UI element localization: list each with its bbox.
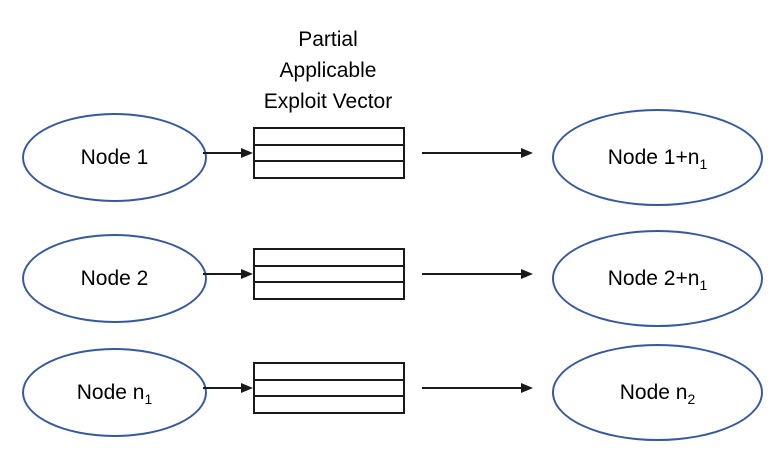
diagram-row-2: Node 2 Node 2+n1 xyxy=(0,230,779,327)
node-label-subscript: 2 xyxy=(687,391,696,407)
arrow-head-icon xyxy=(241,269,253,279)
vector-cell xyxy=(255,129,403,144)
node-label-text: Node 1 xyxy=(80,146,149,169)
title-line: Exploit Vector xyxy=(263,90,393,113)
vector-cell xyxy=(255,364,403,379)
node-label-text: Node n xyxy=(619,381,688,404)
arrow-head-icon xyxy=(241,383,253,393)
arrow-shaft xyxy=(422,152,521,154)
arrow-vector-to-target xyxy=(422,381,533,395)
target-node-ellipse: Node 1+n1 xyxy=(552,109,763,206)
title-line: Partial xyxy=(298,28,358,51)
node-label-text: Node 1+n xyxy=(607,146,700,169)
node-label-text: Node n xyxy=(76,381,145,404)
arrow-shaft xyxy=(422,273,521,275)
node-label-text: Node 2+n xyxy=(607,267,700,290)
arrow-source-to-vector xyxy=(203,146,253,160)
source-node-ellipse: Node n1 xyxy=(22,348,207,437)
arrow-shaft xyxy=(203,152,241,154)
vector-cell xyxy=(255,160,403,178)
vector-cell xyxy=(255,264,403,282)
arrow-shaft xyxy=(422,387,521,389)
exploit-vector-title: Partial Applicable Exploit Vector xyxy=(203,24,453,117)
arrow-shaft xyxy=(203,273,241,275)
exploit-vector-stack xyxy=(253,362,405,414)
arrow-shaft xyxy=(203,387,241,389)
arrow-vector-to-target xyxy=(422,146,533,160)
vector-cell xyxy=(255,143,403,161)
source-node-ellipse: Node 2 xyxy=(22,234,207,323)
arrow-head-icon xyxy=(241,148,253,158)
vector-cell xyxy=(255,395,403,413)
arrow-source-to-vector xyxy=(203,381,253,395)
target-node-ellipse: Node n2 xyxy=(552,344,763,441)
node-label: Node 1+n1 xyxy=(607,146,707,171)
exploit-vector-stack xyxy=(253,248,405,300)
title-line: Applicable xyxy=(279,59,377,82)
node-label: Node n2 xyxy=(619,381,696,406)
arrow-source-to-vector xyxy=(203,267,253,281)
arrow-head-icon xyxy=(521,383,533,393)
vector-cell xyxy=(255,281,403,299)
arrow-vector-to-target xyxy=(422,267,533,281)
vector-cell xyxy=(255,250,403,265)
node-label-subscript: 1 xyxy=(144,391,153,407)
node-label: Node 2 xyxy=(81,268,149,289)
diagram-row-1: Node 1 Node 1+n1 xyxy=(0,109,779,206)
target-node-ellipse: Node 2+n1 xyxy=(552,230,763,327)
node-label: Node 2+n1 xyxy=(607,267,707,292)
arrow-head-icon xyxy=(521,269,533,279)
arrow-head-icon xyxy=(521,148,533,158)
source-node-ellipse: Node 1 xyxy=(22,113,207,202)
node-label: Node n1 xyxy=(76,381,153,406)
vector-cell xyxy=(255,378,403,396)
node-label: Node 1 xyxy=(81,147,149,168)
node-label-subscript: 1 xyxy=(699,156,708,172)
node-label-text: Node 2 xyxy=(80,267,149,290)
exploit-vector-stack xyxy=(253,127,405,179)
diagram-row-3: Node n1 Node n2 xyxy=(0,344,779,441)
node-label-subscript: 1 xyxy=(699,277,708,293)
